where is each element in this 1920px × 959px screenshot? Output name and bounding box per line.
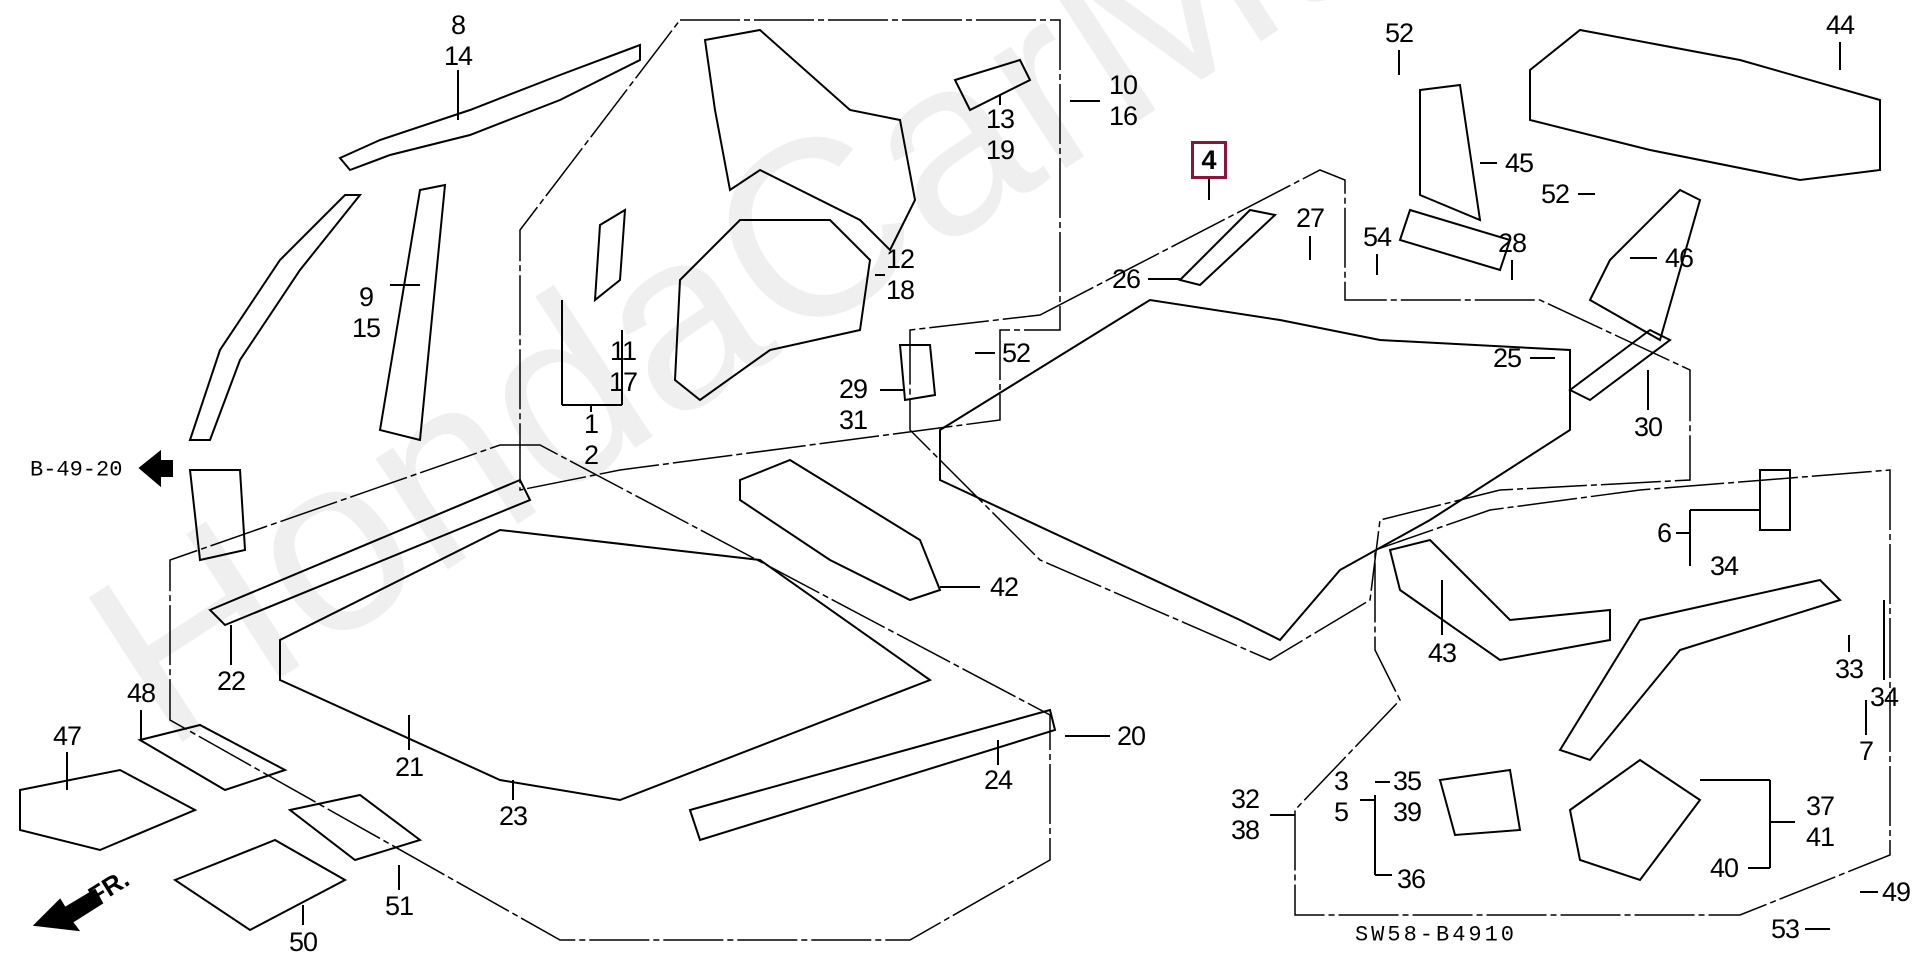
part-front-floor [279,528,933,802]
callout-52[interactable]: 52 [1384,18,1414,48]
callout-26[interactable]: 26 [1111,264,1141,294]
part-crossmember-42 [739,458,942,602]
callout-21[interactable]: 21 [394,752,424,782]
callout-40[interactable]: 40 [1709,853,1739,883]
callout-34[interactable]: 34 [1709,551,1739,581]
callout-30[interactable]: 30 [1633,412,1663,442]
callout-33[interactable]: 33 [1834,654,1864,684]
diagram-code: SW58-B4910 [1354,922,1518,948]
part-rear-wheelhouse [703,28,917,252]
callout-24[interactable]: 24 [983,765,1013,795]
callout-13-19[interactable]: 13 19 [985,104,1015,165]
part-sill-24 [688,708,1057,842]
callout-7[interactable]: 7 [1858,736,1874,766]
callout-28[interactable]: 28 [1497,228,1527,258]
callout-35-39[interactable]: 35 39 [1392,766,1422,827]
part-mat-47 [19,768,198,852]
part-roof-rail [338,43,641,172]
part-mat-48 [137,723,288,792]
callout-42[interactable]: 42 [989,572,1019,602]
part-brace-45 [1419,83,1482,222]
group-outline-rear-inner [519,19,1061,491]
part-lower-pillar [188,469,247,562]
callout-11-17[interactable]: 11 17 [608,336,638,397]
part-rail-30 [1568,328,1672,402]
callout-46[interactable]: 46 [1664,243,1694,273]
highlighted-part-4[interactable]: 4 [1191,141,1227,179]
callout-53[interactable]: 53 [1770,914,1800,944]
callout-52[interactable]: 52 [1540,179,1570,209]
part-b-pillar [378,183,447,442]
callout-23[interactable]: 23 [498,801,528,831]
part-mat-51 [287,793,423,862]
callout-27[interactable]: 27 [1295,203,1325,233]
callout-43[interactable]: 43 [1427,638,1457,668]
part-bracket-29 [898,344,937,402]
callout-36[interactable]: 36 [1396,864,1426,894]
front-direction-arrow [32,888,104,932]
part-seat-brace-26 [1178,208,1278,287]
callout-47[interactable]: 47 [52,721,82,751]
callout-8-14[interactable]: 8 14 [443,10,473,71]
callout-25[interactable]: 25 [1492,343,1522,373]
part-frame-37 [1568,758,1702,882]
part-brace-46 [1588,188,1702,342]
callout-3-5[interactable]: 3 5 [1333,766,1349,827]
callout-49[interactable]: 49 [1881,877,1911,907]
part-bracket-35 [1438,768,1522,837]
callout-44[interactable]: 44 [1825,10,1855,40]
part-frame-rear [1558,578,1842,762]
group-outline-front-floor [169,444,1051,941]
callout-34[interactable]: 34 [1869,682,1899,712]
callout-29-31[interactable]: 29 31 [838,374,868,435]
group-outline-rear-frame [1294,469,1891,916]
group-outline-rear-floor [909,169,1691,661]
callout-10-16[interactable]: 10 16 [1108,70,1138,131]
reference-page-link[interactable]: B-49-20 [30,457,123,483]
part-sill-22 [208,478,532,627]
callout-37-41[interactable]: 37 41 [1805,791,1835,852]
part-rear-shelf [1529,28,1881,182]
callout-32-38[interactable]: 32 38 [1230,784,1260,845]
callout-1-2[interactable]: 1 2 [583,409,599,470]
callout-54[interactable]: 54 [1362,222,1392,252]
callout-12-18[interactable]: 12 18 [885,244,915,305]
callout-52[interactable]: 52 [1001,338,1031,368]
part-bracket-13 [953,58,1032,112]
callout-50[interactable]: 50 [288,927,318,957]
part-wheel-arch [673,219,872,402]
part-mat-50 [172,838,348,932]
part-bracket-28 [1398,208,1512,272]
callout-9-15[interactable]: 9 15 [351,282,381,343]
callout-22[interactable]: 22 [216,666,246,696]
part-bracket-11 [593,208,627,303]
part-rear-floor [939,298,1571,642]
callout-51[interactable]: 51 [384,891,414,921]
callout-6[interactable]: 6 [1656,518,1672,548]
part-a-pillar [188,194,363,441]
callout-45[interactable]: 45 [1504,148,1534,178]
reference-arrow [138,449,173,488]
callout-48[interactable]: 48 [126,678,156,708]
part-frame-43 [1388,538,1611,662]
callout-20[interactable]: 20 [1116,721,1146,751]
